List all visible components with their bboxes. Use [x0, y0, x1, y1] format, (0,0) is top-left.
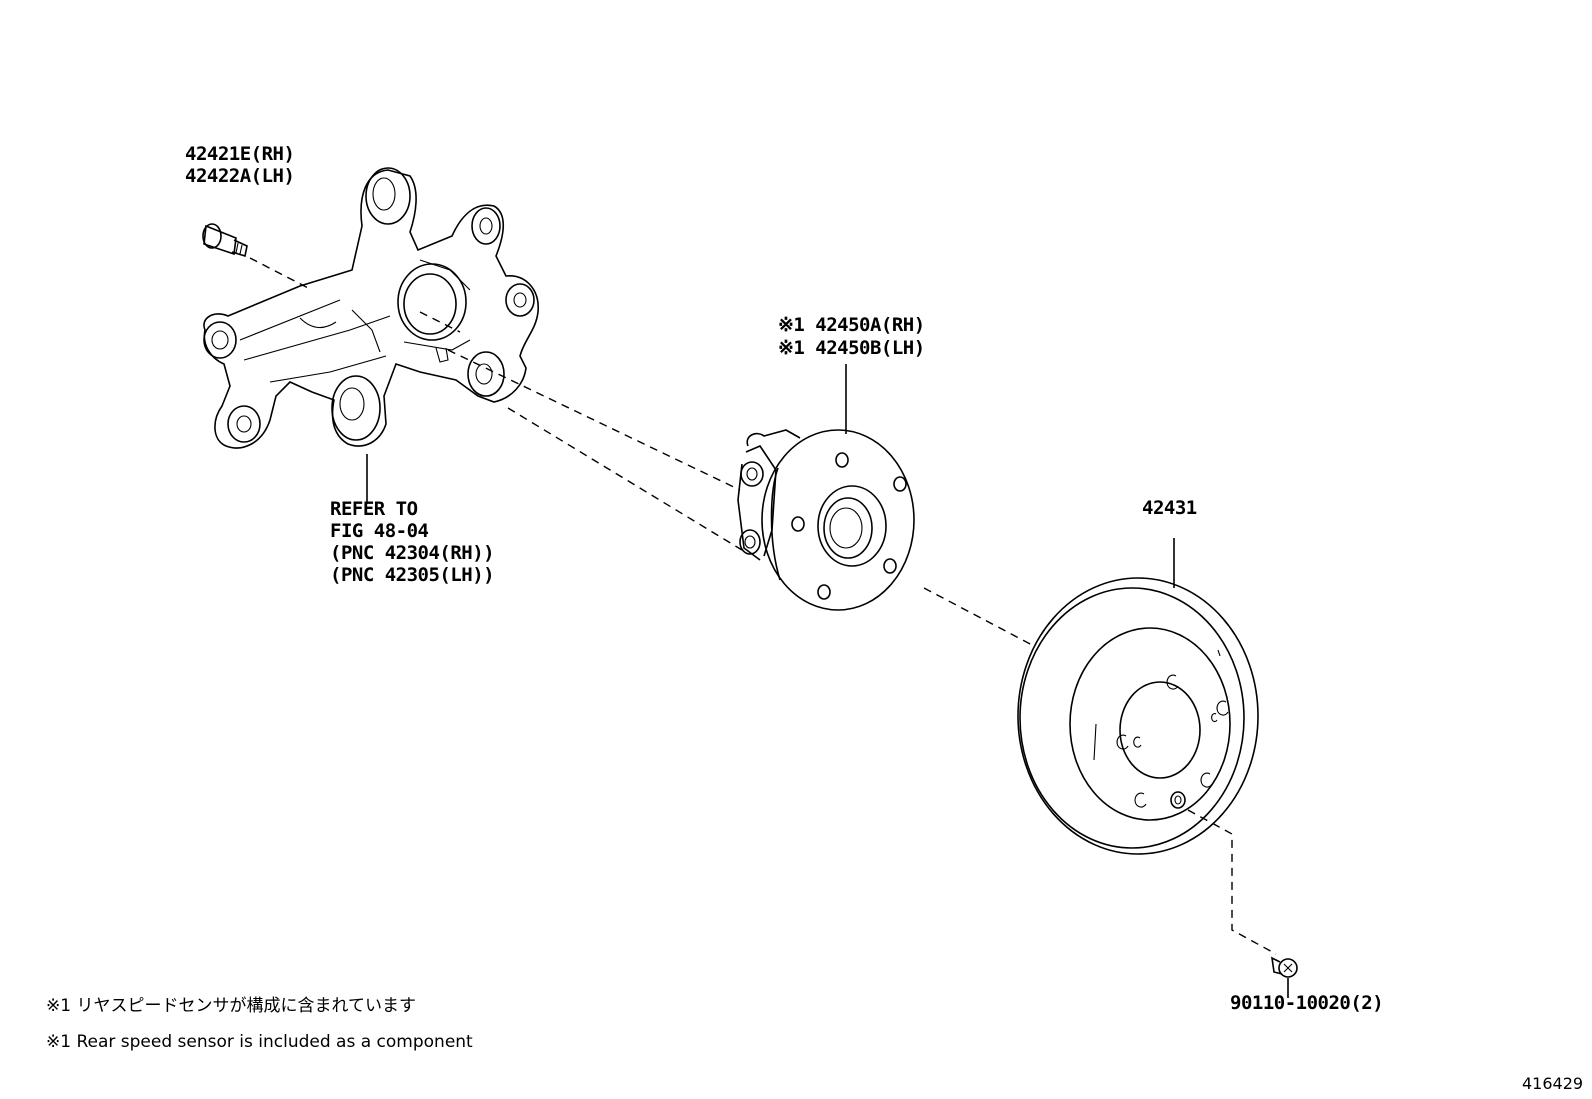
- label-refer-line1: REFER TO: [330, 498, 418, 520]
- label-disc: 42431: [1142, 497, 1197, 519]
- label-hub-rh: ※1 42450A(RH): [778, 314, 925, 336]
- knuckle-bolt[interactable]: [202, 223, 248, 258]
- brake-disc[interactable]: [1017, 577, 1259, 855]
- label-refer-line3: (PNC 42304(RH)): [330, 542, 495, 564]
- note-japanese: ※1 リヤスピードセンサが構成に含まれています: [46, 996, 416, 1016]
- assembly-guide-lines: [249, 257, 1277, 955]
- figure-id: 416429: [1522, 1074, 1584, 1093]
- disc-set-screw[interactable]: [1270, 956, 1298, 978]
- leader-lines: [366, 364, 1289, 998]
- label-screw: 90110-10020(2): [1230, 992, 1384, 1014]
- label-refer-line4: (PNC 42305(LH)): [330, 564, 495, 586]
- label-bolt-lh: 42422A(LH): [185, 165, 295, 187]
- label-hub-lh: ※1 42450B(LH): [778, 337, 925, 359]
- note-english: ※1 Rear speed sensor is included as a co…: [46, 1032, 473, 1052]
- label-refer-line2: FIG 48-04: [330, 520, 429, 542]
- rear-axle-carrier[interactable]: [203, 167, 539, 449]
- label-bolt-rh: 42421E(RH): [185, 143, 295, 165]
- hub-bearing-assembly[interactable]: [737, 429, 915, 611]
